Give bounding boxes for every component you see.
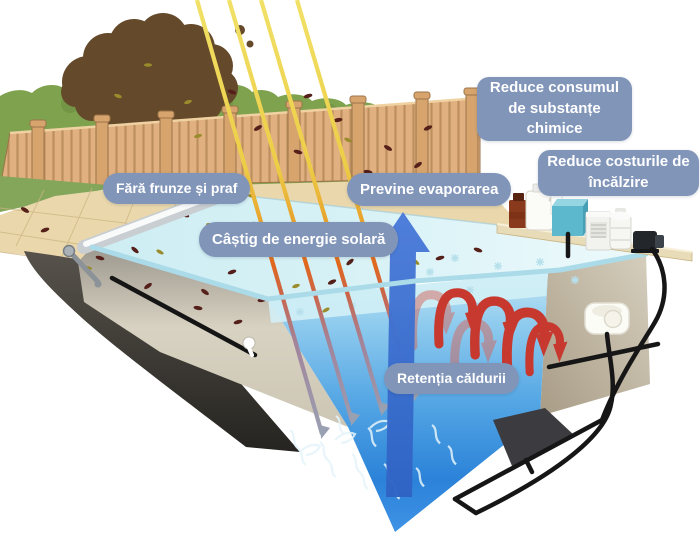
return-pipe bbox=[109, 275, 258, 358]
grass-patch bbox=[0, 176, 120, 212]
reduces-chemicals-label: Reduce consumul de substanțe chimice bbox=[477, 77, 632, 141]
pool-rim bbox=[89, 244, 649, 302]
no-leaves-label: Fără frunze și praf bbox=[103, 173, 251, 204]
pipes bbox=[452, 231, 667, 516]
pool-equipment bbox=[496, 183, 693, 262]
chemical-jar bbox=[509, 193, 527, 228]
skimmer bbox=[584, 302, 630, 335]
solar-gain-label: Câștig de energie solară bbox=[199, 222, 399, 257]
heat-retention-label: Retenția căldurii bbox=[384, 363, 519, 394]
pool-wall-left bbox=[78, 247, 348, 427]
heat-arrows bbox=[408, 288, 568, 379]
pool-filter bbox=[609, 208, 632, 250]
reduces-heating-label: Reduce costurile de încălzire bbox=[538, 150, 699, 196]
prevents-evaporation-label: Previne evaporarea bbox=[347, 173, 512, 206]
chlorine-box bbox=[552, 199, 588, 236]
wall-shadow bbox=[493, 408, 575, 466]
pool-heater bbox=[585, 211, 612, 251]
